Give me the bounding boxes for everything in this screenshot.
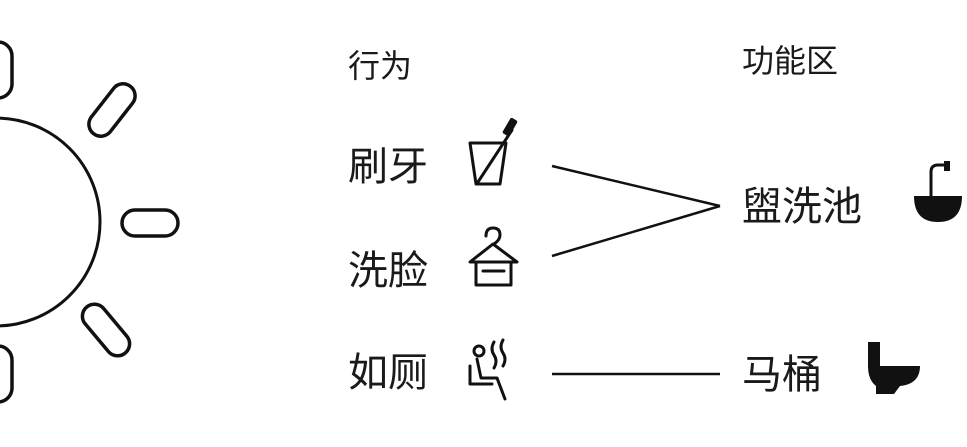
behavior-label-wash-face: 洗脸: [348, 248, 428, 294]
zone-label-toilet: 马桶: [742, 352, 822, 398]
toothbrush-cup-icon: [468, 117, 518, 186]
behavior-label-toilet: 如厕: [348, 350, 428, 396]
washbasin-icon: [914, 161, 962, 222]
link-wash-face-to-washbasin: [551, 204, 721, 258]
zone-label-washbasin: 盥洗池: [742, 184, 862, 230]
behavior-column-header: 行为: [348, 47, 412, 85]
behavior-label-brush-teeth: 刷牙: [348, 144, 428, 190]
towel-hanger-icon: [468, 226, 519, 287]
sun-icon: [0, 40, 180, 404]
function-zone-column-header: 功能区: [742, 42, 838, 80]
connector-lines: [551, 164, 721, 376]
link-brush-teeth-to-washbasin: [551, 164, 721, 208]
person-on-toilet-icon: [468, 338, 507, 401]
toilet-icon: [868, 342, 920, 394]
